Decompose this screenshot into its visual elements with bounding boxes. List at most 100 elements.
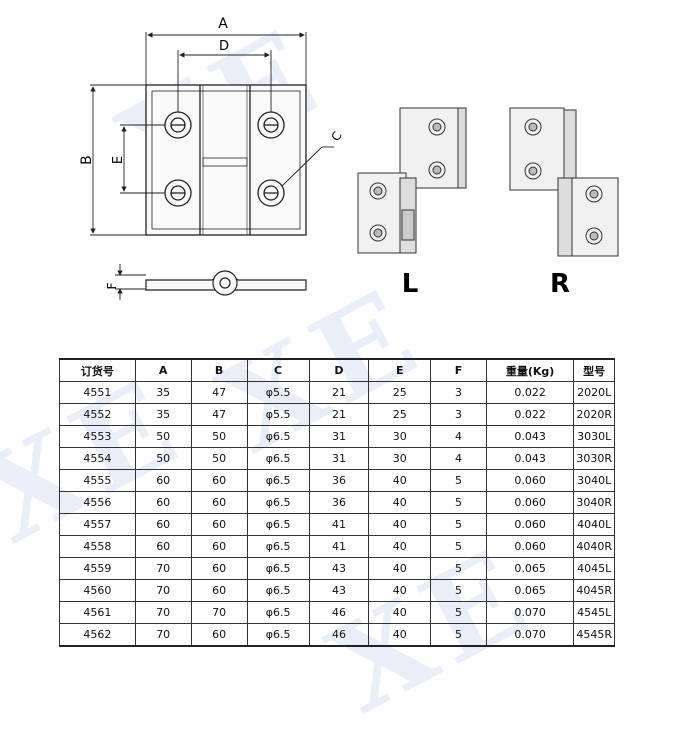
col-header: E bbox=[368, 358, 432, 382]
table-cell: 60 bbox=[190, 491, 248, 514]
table-cell: 31 bbox=[308, 447, 370, 470]
table-cell: 4045R bbox=[573, 579, 615, 602]
table-cell: 4 bbox=[430, 447, 487, 470]
table-cell: 21 bbox=[308, 381, 370, 404]
table-cell: φ6.5 bbox=[246, 425, 310, 448]
table-cell: φ6.5 bbox=[246, 623, 310, 647]
table-cell: 5 bbox=[430, 535, 487, 558]
right-hinge-label: R bbox=[550, 269, 570, 299]
table-cell: 4556 bbox=[59, 491, 136, 514]
table-cell: 0.070 bbox=[485, 623, 575, 647]
table-cell: φ6.5 bbox=[246, 447, 310, 470]
right-hinge-illustration bbox=[509, 107, 619, 257]
side-view bbox=[145, 270, 307, 296]
dimension-lines bbox=[90, 32, 334, 300]
dim-b-label: B bbox=[79, 155, 95, 165]
table-cell: 0.022 bbox=[485, 381, 575, 404]
table-cell: 3 bbox=[430, 381, 487, 404]
table-cell: 4552 bbox=[59, 403, 136, 426]
col-header: A bbox=[134, 358, 192, 382]
table-cell: φ6.5 bbox=[246, 601, 310, 624]
table-cell: 41 bbox=[308, 535, 370, 558]
table-cell: φ5.5 bbox=[246, 381, 310, 404]
table-cell: 4558 bbox=[59, 535, 136, 558]
table-cell: 40 bbox=[368, 513, 432, 536]
table-cell: 4562 bbox=[59, 623, 136, 647]
table-cell: 35 bbox=[134, 403, 192, 426]
col-header: 订货号 bbox=[59, 358, 136, 382]
table-cell: 4551 bbox=[59, 381, 136, 404]
table-cell: 70 bbox=[134, 579, 192, 602]
table-cell: 3030R bbox=[573, 447, 615, 470]
table-cell: φ6.5 bbox=[246, 579, 310, 602]
table-cell: 70 bbox=[134, 623, 192, 647]
table-cell: 50 bbox=[190, 447, 248, 470]
table-cell: 0.070 bbox=[485, 601, 575, 624]
dim-e-label: E bbox=[111, 156, 126, 164]
table-cell: 50 bbox=[190, 425, 248, 448]
table-cell: 25 bbox=[368, 381, 432, 404]
col-header: C bbox=[246, 358, 310, 382]
table-cell: 40 bbox=[368, 601, 432, 624]
table-cell: 4545L bbox=[573, 601, 615, 624]
table-cell: 4555 bbox=[59, 469, 136, 492]
table-cell: φ5.5 bbox=[246, 403, 310, 426]
table-cell: 50 bbox=[134, 425, 192, 448]
table-cell: 36 bbox=[308, 469, 370, 492]
table-cell: 4545R bbox=[573, 623, 615, 647]
table-cell: 40 bbox=[368, 469, 432, 492]
hinge-technical-drawing: A D B E C F L R bbox=[79, 16, 619, 300]
table-cell: 0.043 bbox=[485, 447, 575, 470]
table-cell: 3040R bbox=[573, 491, 615, 514]
table-cell: 60 bbox=[134, 535, 192, 558]
table-cell: 43 bbox=[308, 579, 370, 602]
table-cell: 4561 bbox=[59, 601, 136, 624]
table-cell: 4553 bbox=[59, 425, 136, 448]
table-cell: 60 bbox=[134, 469, 192, 492]
table-cell: 40 bbox=[368, 579, 432, 602]
table-cell: 47 bbox=[190, 403, 248, 426]
table-cell: 40 bbox=[368, 623, 432, 647]
table-cell: 4554 bbox=[59, 447, 136, 470]
table-cell: 40 bbox=[368, 491, 432, 514]
dim-f-label: F bbox=[105, 282, 119, 289]
table-cell: 0.060 bbox=[485, 469, 575, 492]
table-cell: 46 bbox=[308, 601, 370, 624]
table-cell: 3 bbox=[430, 403, 487, 426]
table-cell: 21 bbox=[308, 403, 370, 426]
table-cell: 60 bbox=[190, 469, 248, 492]
table-cell: 60 bbox=[190, 579, 248, 602]
col-header: 重量(Kg) bbox=[485, 358, 575, 382]
col-header: F bbox=[430, 358, 487, 382]
table-cell: 0.065 bbox=[485, 557, 575, 580]
dim-a-label: A bbox=[218, 16, 228, 32]
table-cell: 30 bbox=[368, 425, 432, 448]
table-cell: 70 bbox=[190, 601, 248, 624]
spec-table-header: 订货号 A B C D E F 重量(Kg) 型号 bbox=[59, 358, 615, 382]
table-cell: 0.022 bbox=[485, 403, 575, 426]
table-cell: 5 bbox=[430, 557, 487, 580]
table-cell: 46 bbox=[308, 623, 370, 647]
table-cell: 0.060 bbox=[485, 491, 575, 514]
table-cell: 40 bbox=[368, 535, 432, 558]
table-cell: 5 bbox=[430, 623, 487, 647]
front-view bbox=[145, 84, 307, 236]
col-header: B bbox=[190, 358, 248, 382]
dim-c-label: C bbox=[328, 129, 344, 143]
table-cell: 5 bbox=[430, 601, 487, 624]
table-cell: 25 bbox=[368, 403, 432, 426]
left-hinge-illustration bbox=[357, 107, 467, 254]
table-cell: 40 bbox=[368, 557, 432, 580]
table-cell: 0.060 bbox=[485, 535, 575, 558]
